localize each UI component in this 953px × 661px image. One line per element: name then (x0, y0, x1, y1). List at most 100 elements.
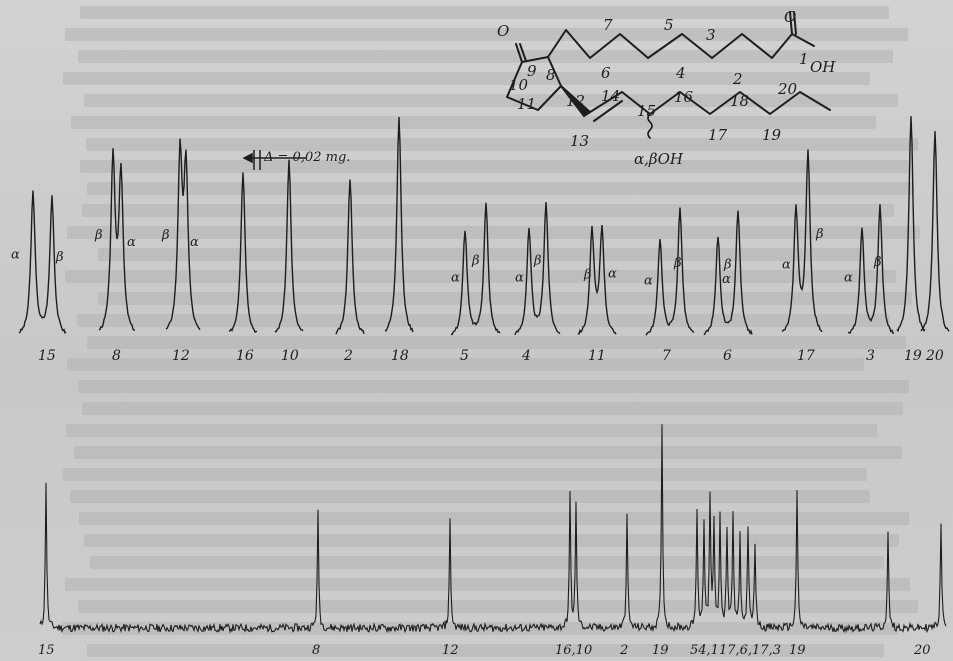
atom-19-label: 19 (762, 126, 782, 144)
atom-12-label: 12 (566, 92, 585, 110)
carboxyl-co (789, 11, 793, 35)
peak-group-5-label: 5 (460, 348, 469, 364)
lower-spectrum (39, 424, 947, 634)
background-line (98, 292, 912, 305)
background-line (82, 204, 894, 217)
atom-O2-label: O (784, 8, 796, 26)
background-line (84, 534, 899, 547)
upper-spectra (18, 116, 950, 336)
alpha-chain (547, 29, 793, 59)
peak-group-3-first-isomer: α (844, 270, 853, 285)
background-line (86, 138, 919, 151)
peak-group-7-second-isomer: β (673, 256, 682, 271)
peak-group-4-second-isomer: β (533, 254, 542, 269)
background-line (77, 50, 893, 63)
background-line (74, 446, 902, 459)
lower-label-2: 2 (619, 643, 628, 658)
background-line (79, 160, 909, 173)
peak-group-12-first-isomer: β (161, 228, 170, 243)
lower-label-12: 12 (442, 643, 459, 658)
background-line (86, 336, 907, 349)
ketone-bond-2 (519, 43, 527, 62)
peak-group-15-second-isomer: β (55, 250, 64, 265)
peak-group-10-label: 10 (281, 348, 299, 364)
lower-label-15: 15 (38, 643, 55, 658)
peak-group-11-first-isomer: β (583, 268, 592, 283)
double-bond (593, 100, 623, 122)
background-line (64, 28, 909, 41)
peak-group-6-label: 6 (723, 348, 732, 364)
peak-group-8-second-isomer: α (127, 235, 136, 250)
peak-group-2-label: 2 (343, 348, 353, 364)
peak-group-3-trace (847, 204, 894, 335)
background-line (79, 6, 890, 19)
molecule-structure (506, 11, 831, 139)
peak-group-17-second-isomer: β (815, 227, 824, 242)
scale-label: Δ = 0,02 mg. (263, 150, 350, 165)
background-line (67, 226, 920, 239)
peak-group-17-label: 17 (797, 348, 815, 364)
lower-labels: 15 8 12 16,10 2 19 54,117,6,17,3 19 20 (38, 643, 931, 658)
peak-group-20-label: 20 (925, 348, 944, 364)
atom-4-label: 4 (675, 64, 686, 82)
background-line (64, 270, 897, 283)
atom-5-label: 5 (664, 16, 674, 34)
peak-group-12-label: 12 (172, 348, 190, 364)
atom-7-label: 7 (603, 16, 613, 34)
wavy-bond (647, 113, 653, 139)
lower-label-19a: 19 (652, 643, 669, 658)
background-line (63, 72, 871, 85)
atom-10-label: 10 (509, 76, 529, 94)
peak-group-11-label: 11 (588, 348, 606, 364)
peak-group-11-trace (577, 224, 617, 336)
background-line (87, 644, 885, 657)
peak-group-4-first-isomer: α (515, 270, 524, 285)
peak-group-4-label: 4 (521, 348, 531, 364)
peak-group-19-trace (896, 116, 926, 333)
atom-18-label: 18 (730, 92, 749, 110)
peak-group-6-trace (703, 210, 753, 336)
peak-group-5-second-isomer: β (471, 254, 480, 269)
atom-16-label: 16 (674, 88, 694, 106)
lower-label-20: 20 (913, 643, 931, 658)
peak-group-12-trace (165, 138, 201, 331)
background-line (77, 380, 910, 393)
peak-group-17-first-isomer: α (782, 257, 791, 272)
lower-label-cluster: 54,117,6,17,3 (690, 643, 781, 658)
lower-label-8: 8 (312, 643, 320, 658)
peak-group-10-trace (274, 159, 304, 333)
peak-group-15-trace (18, 190, 67, 334)
peak-group-8-first-isomer: β (94, 228, 103, 243)
background-line (66, 358, 864, 371)
peak-group-7-label: 7 (662, 348, 671, 364)
atom-2-label: 2 (732, 70, 743, 88)
atom-15-label: 15 (637, 102, 656, 120)
peak-group-16-label: 16 (236, 348, 254, 364)
atom-20-label: 20 (777, 80, 798, 98)
background-line (71, 116, 877, 129)
background-line (61, 622, 899, 635)
lower-label-16-10: 16,10 (555, 643, 592, 658)
atom-14-label: 14 (601, 87, 620, 105)
peak-group-7-first-isomer: α (644, 273, 653, 288)
peak-group-8-label: 8 (112, 348, 121, 364)
peak-group-18-label: 18 (391, 348, 409, 364)
atom-6-label: 6 (601, 64, 611, 82)
peak-group-12-second-isomer: α (190, 235, 199, 250)
peak-group-3-second-isomer: β (873, 255, 882, 270)
atom-17-label: 17 (708, 126, 728, 144)
peak-group-18-trace (384, 116, 414, 333)
lower-label-19b: 19 (789, 643, 806, 658)
scale-arrow (242, 152, 253, 164)
atom-9-label: 9 (527, 62, 537, 80)
peak-group-7-trace (645, 207, 695, 336)
atom-11-label: 11 (517, 95, 536, 113)
peak-group-5-trace (450, 202, 501, 336)
background-line (90, 556, 884, 569)
background-line (69, 490, 870, 503)
peak-group-2-trace (335, 179, 365, 335)
